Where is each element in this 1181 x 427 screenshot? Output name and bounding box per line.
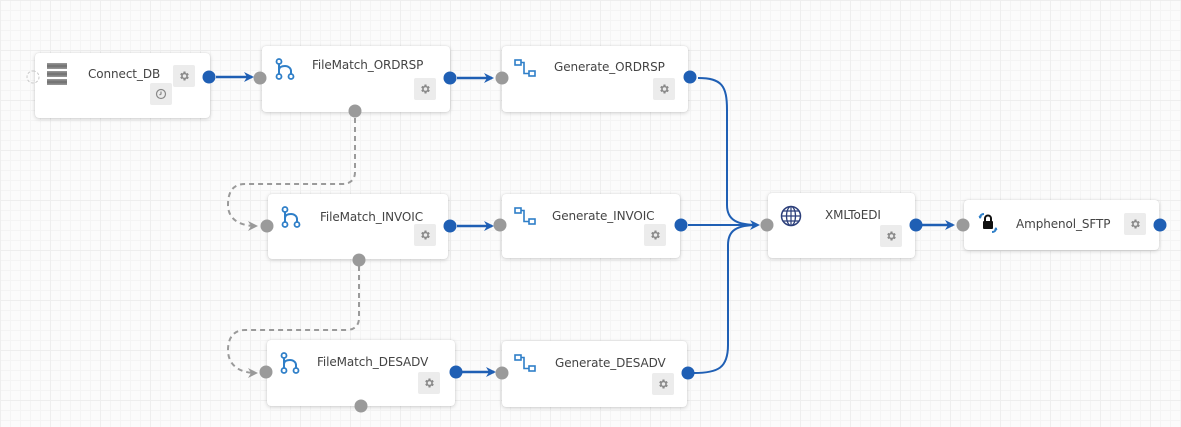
alternate-output-port[interactable] xyxy=(354,399,368,413)
branch-icon xyxy=(274,58,296,80)
output-port[interactable] xyxy=(449,365,463,379)
mapping-icon xyxy=(514,58,536,80)
output-port[interactable] xyxy=(443,71,457,85)
output-port[interactable] xyxy=(202,70,216,84)
input-port[interactable] xyxy=(956,218,970,232)
node-label: XMLToEDI xyxy=(825,208,881,222)
node-generate-desadv[interactable]: Generate_DESADV xyxy=(502,341,687,407)
database-icon xyxy=(47,63,67,85)
input-port[interactable] xyxy=(760,218,774,232)
input-port[interactable] xyxy=(495,366,509,380)
output-port[interactable] xyxy=(683,70,697,84)
node-filematch-desadv[interactable]: FileMatch_DESADV xyxy=(267,340,455,406)
mapping-icon xyxy=(514,206,536,228)
node-generate-ordrsp[interactable]: Generate_ORDRSP xyxy=(502,46,688,112)
settings-gear-icon[interactable] xyxy=(653,78,675,100)
branch-icon xyxy=(280,206,302,228)
node-label: Amphenol_SFTP xyxy=(1016,217,1111,231)
output-port[interactable] xyxy=(681,366,695,380)
settings-gear-icon[interactable] xyxy=(1124,213,1146,235)
edge-filematch-invoic-to-filematch-desadv[interactable] xyxy=(226,266,360,378)
input-port[interactable] xyxy=(495,71,509,85)
mapping-icon xyxy=(514,353,536,375)
node-connect-db[interactable]: Connect_DB xyxy=(35,53,210,118)
alternate-output-port[interactable] xyxy=(352,253,366,267)
settings-gear-icon[interactable] xyxy=(652,373,674,395)
edge-filematch-ordrsp-to-filematch-invoic[interactable] xyxy=(226,118,356,231)
node-label: Generate_DESADV xyxy=(555,356,666,370)
input-port-placeholder[interactable] xyxy=(26,70,40,84)
output-port[interactable] xyxy=(909,218,923,232)
alternate-output-port[interactable] xyxy=(348,104,362,118)
settings-gear-icon[interactable] xyxy=(414,78,436,100)
settings-gear-icon[interactable] xyxy=(644,224,666,246)
node-label: FileMatch_ORDRSP xyxy=(312,58,424,72)
edge-generate-desadv-to-xmltoedi[interactable] xyxy=(693,224,759,374)
input-port[interactable] xyxy=(493,218,507,232)
settings-gear-icon[interactable] xyxy=(173,65,195,87)
sftp-lock-icon xyxy=(976,212,998,234)
settings-gear-icon[interactable] xyxy=(414,224,436,246)
node-filematch-invoic[interactable]: FileMatch_INVOIC xyxy=(268,194,448,259)
node-label: Generate_ORDRSP xyxy=(554,60,665,74)
input-port[interactable] xyxy=(253,71,267,85)
input-port[interactable] xyxy=(259,365,273,379)
output-port[interactable] xyxy=(443,219,457,233)
node-label: FileMatch_DESADV xyxy=(317,355,429,369)
globe-icon xyxy=(780,205,802,227)
input-port[interactable] xyxy=(260,219,274,233)
node-amphenol-sftp[interactable]: Amphenol_SFTP xyxy=(964,200,1159,250)
node-label: Generate_INVOIC xyxy=(552,209,655,223)
node-label: Connect_DB xyxy=(88,67,161,81)
node-xmltoedi[interactable]: XMLToEDI xyxy=(768,193,915,258)
output-port[interactable] xyxy=(674,218,688,232)
node-generate-invoic[interactable]: Generate_INVOIC xyxy=(502,194,680,258)
settings-gear-icon[interactable] xyxy=(418,372,440,394)
node-filematch-ordrsp[interactable]: FileMatch_ORDRSP xyxy=(262,46,450,112)
settings-gear-icon[interactable] xyxy=(880,225,902,247)
edge-generate-ordrsp-to-xmltoedi[interactable] xyxy=(697,77,759,226)
node-label: FileMatch_INVOIC xyxy=(320,210,423,224)
branch-icon xyxy=(279,352,301,374)
schedule-clock-icon[interactable] xyxy=(150,83,172,105)
output-port[interactable] xyxy=(1153,218,1167,232)
